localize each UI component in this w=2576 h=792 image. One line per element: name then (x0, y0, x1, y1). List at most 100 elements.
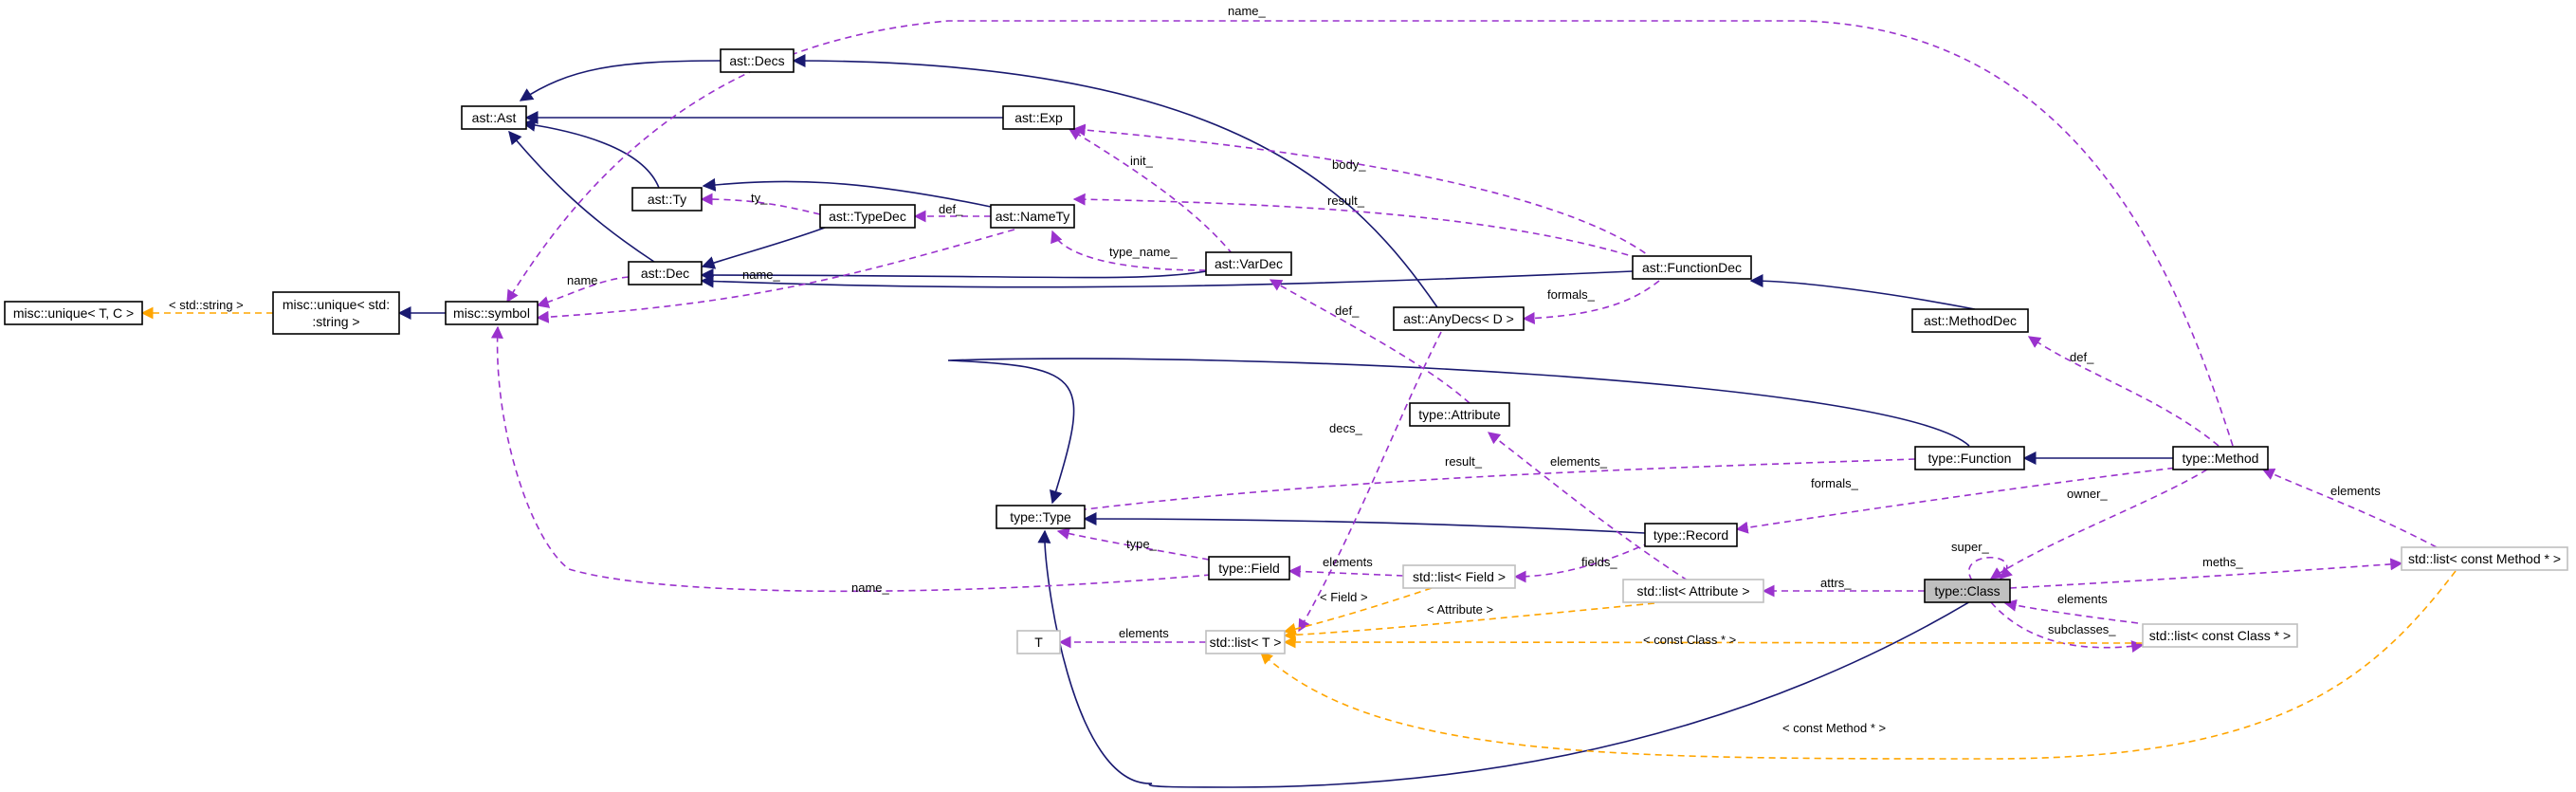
node-ast-vardec[interactable]: ast::VarDec (1205, 251, 1292, 276)
label-ty: ty_ (751, 191, 768, 205)
edge-vardec-init-to-exp (1068, 128, 1233, 255)
edge-functiondec-to-dec (700, 270, 1634, 288)
edge-class-meths-to-list-method (2009, 558, 2403, 589)
label-init: init_ (1130, 154, 1154, 168)
edge-functiondec-body-to-exp (1072, 123, 1655, 261)
edge-anydecs-to-decs (792, 54, 1438, 308)
node-std-list-attribute-label: std::list< Attribute > (1636, 583, 1749, 599)
edge-labels: name_ init_ body_ result_ ty_ def_ type_… (169, 4, 2381, 735)
edge-attribute-def-to-vardec (1269, 279, 1471, 404)
node-ast-methoddec[interactable]: ast::MethodDec (1911, 308, 2029, 333)
node-misc-symbol[interactable]: misc::symbol (445, 301, 539, 325)
node-type-type-label: type::Type (1010, 509, 1071, 525)
label-super: super_ (1951, 540, 1990, 554)
label-def-methoddec: def_ (2070, 350, 2094, 364)
label-elements-method: elements (2330, 484, 2381, 498)
node-type-attribute-label: type::Attribute (1418, 407, 1501, 422)
node-type-field[interactable]: type::Field (1208, 556, 1290, 580)
node-ast-methoddec-label: ast::MethodDec (1924, 313, 2017, 328)
node-t[interactable]: T (1016, 630, 1061, 654)
edge-dec-name-to-symbol (536, 276, 630, 308)
label-tmpl-method: < const Method * > (1782, 721, 1886, 735)
label-formals-fd: formals_ (1547, 287, 1596, 302)
edge-decs-to-ast (519, 60, 722, 101)
edge-method-owner-to-class (1989, 469, 2208, 580)
label-name-dec: name (567, 273, 598, 287)
edge-methoddec-to-functiondec (1749, 274, 1976, 310)
node-ast-namety-label: ast::NameTy (996, 209, 1070, 224)
edge-class-to-type (1037, 529, 1973, 788)
node-std-list-t[interactable]: std::list< T > (1205, 630, 1286, 654)
edge-vardec-to-dec (700, 268, 1207, 283)
label-def-typedec: def_ (939, 202, 963, 216)
node-std-list-t-label: std::list< T > (1210, 635, 1282, 650)
edge-record-fields-to-list-field (1513, 542, 1651, 583)
node-misc-unique-string[interactable]: misc::unique< std: :string > (272, 291, 400, 335)
node-type-attribute[interactable]: type::Attribute (1409, 402, 1510, 427)
label-name-top: name_ (1228, 4, 1267, 18)
label-elements-class: elements (2057, 592, 2108, 606)
node-ast-decs[interactable]: ast::Decs (720, 48, 795, 73)
node-type-record[interactable]: type::Record (1644, 523, 1738, 547)
node-ast-exp[interactable]: ast::Exp (1002, 105, 1075, 130)
edge-record-to-type (1083, 512, 1646, 534)
node-type-method-label: type::Method (2183, 451, 2259, 466)
node-std-list-field[interactable]: std::list< Field > (1402, 564, 1516, 589)
edge-list-class-template (1283, 635, 2144, 649)
label-elements-t: elements (1119, 626, 1169, 640)
label-decs: decs_ (1329, 421, 1362, 435)
node-type-method[interactable]: type::Method (2172, 446, 2269, 470)
node-type-class[interactable]: type::Class (1924, 579, 2011, 603)
node-misc-unique-string-label-2: :string > (312, 314, 359, 329)
node-ast-dec-label: ast::Dec (641, 266, 689, 281)
node-type-function-label: type::Function (1928, 451, 2012, 466)
node-misc-unique[interactable]: misc::unique< T, C > (4, 301, 143, 325)
edge-methoddec-def (2027, 336, 2220, 447)
node-misc-unique-label: misc::unique< T, C > (13, 305, 134, 321)
node-std-list-class[interactable]: std::list< const Class * > (2142, 623, 2298, 648)
node-std-list-method-label: std::list< const Method * > (2408, 551, 2561, 566)
label-type-field: type_ (1126, 537, 1158, 551)
label-meths: meths_ (2202, 555, 2243, 569)
node-misc-symbol-label: misc::symbol (453, 305, 530, 321)
label-formals-rec: formals_ (1811, 476, 1859, 490)
node-type-type[interactable]: type::Type (996, 505, 1086, 529)
node-ast-dec[interactable]: ast::Dec (628, 261, 703, 285)
node-ast-anydecs[interactable]: ast::AnyDecs< D > (1393, 306, 1525, 331)
edge-namety-name-to-symbol (536, 229, 1015, 323)
edge-method-name-to-symbol (506, 20, 2234, 447)
nodes: ast::Decs ast::Ast ast::Exp ast::Ty ast:… (4, 48, 2568, 654)
edge-list-class-elements-to-class (2003, 599, 2139, 624)
node-std-list-method[interactable]: std::list< const Method * > (2401, 546, 2568, 571)
edge-namety-to-ty (702, 177, 992, 208)
label-tmpl-attribute: < Attribute > (1427, 602, 1493, 617)
edge-functiondec-formals-to-anydecs (1522, 280, 1660, 325)
edge-field-type-to-type (1056, 527, 1210, 561)
node-ast-functiondec[interactable]: ast::FunctionDec (1632, 255, 1752, 280)
label-result-fd: result_ (1327, 193, 1365, 208)
node-type-function[interactable]: type::Function (1914, 446, 2025, 470)
edge-method-formals-to-record (1735, 466, 2186, 534)
edge-typedec-to-dec (701, 227, 826, 269)
node-ast-ast[interactable]: ast::Ast (461, 105, 527, 130)
label-result-fn: result_ (1445, 454, 1483, 469)
node-ast-anydecs-label: ast::AnyDecs< D > (1403, 311, 1514, 326)
label-def-vardec: def_ (1335, 304, 1360, 318)
edge-function-to-type (947, 358, 1970, 505)
edge-ty-to-ast (521, 118, 660, 189)
label-attrs: attrs_ (1820, 576, 1852, 590)
node-ast-ty[interactable]: ast::Ty (631, 187, 703, 212)
edge-typedec-ty-to-ty (700, 193, 821, 215)
node-misc-unique-string-label-1: misc::unique< std: (283, 297, 390, 312)
label-fields: fields_ (1581, 555, 1617, 569)
label-tmpl-field: < Field > (1320, 590, 1368, 604)
label-elements-field: elements (1323, 555, 1373, 569)
edges (140, 20, 2457, 788)
node-ast-ast-label: ast::Ast (472, 110, 517, 125)
node-ast-namety[interactable]: ast::NameTy (990, 204, 1075, 229)
node-ast-typedec[interactable]: ast::TypeDec (819, 204, 916, 229)
node-std-list-attribute[interactable]: std::list< Attribute > (1622, 579, 1764, 603)
edge-function-result-to-type (1060, 458, 1916, 517)
node-ast-ty-label: ast::Ty (648, 192, 686, 207)
